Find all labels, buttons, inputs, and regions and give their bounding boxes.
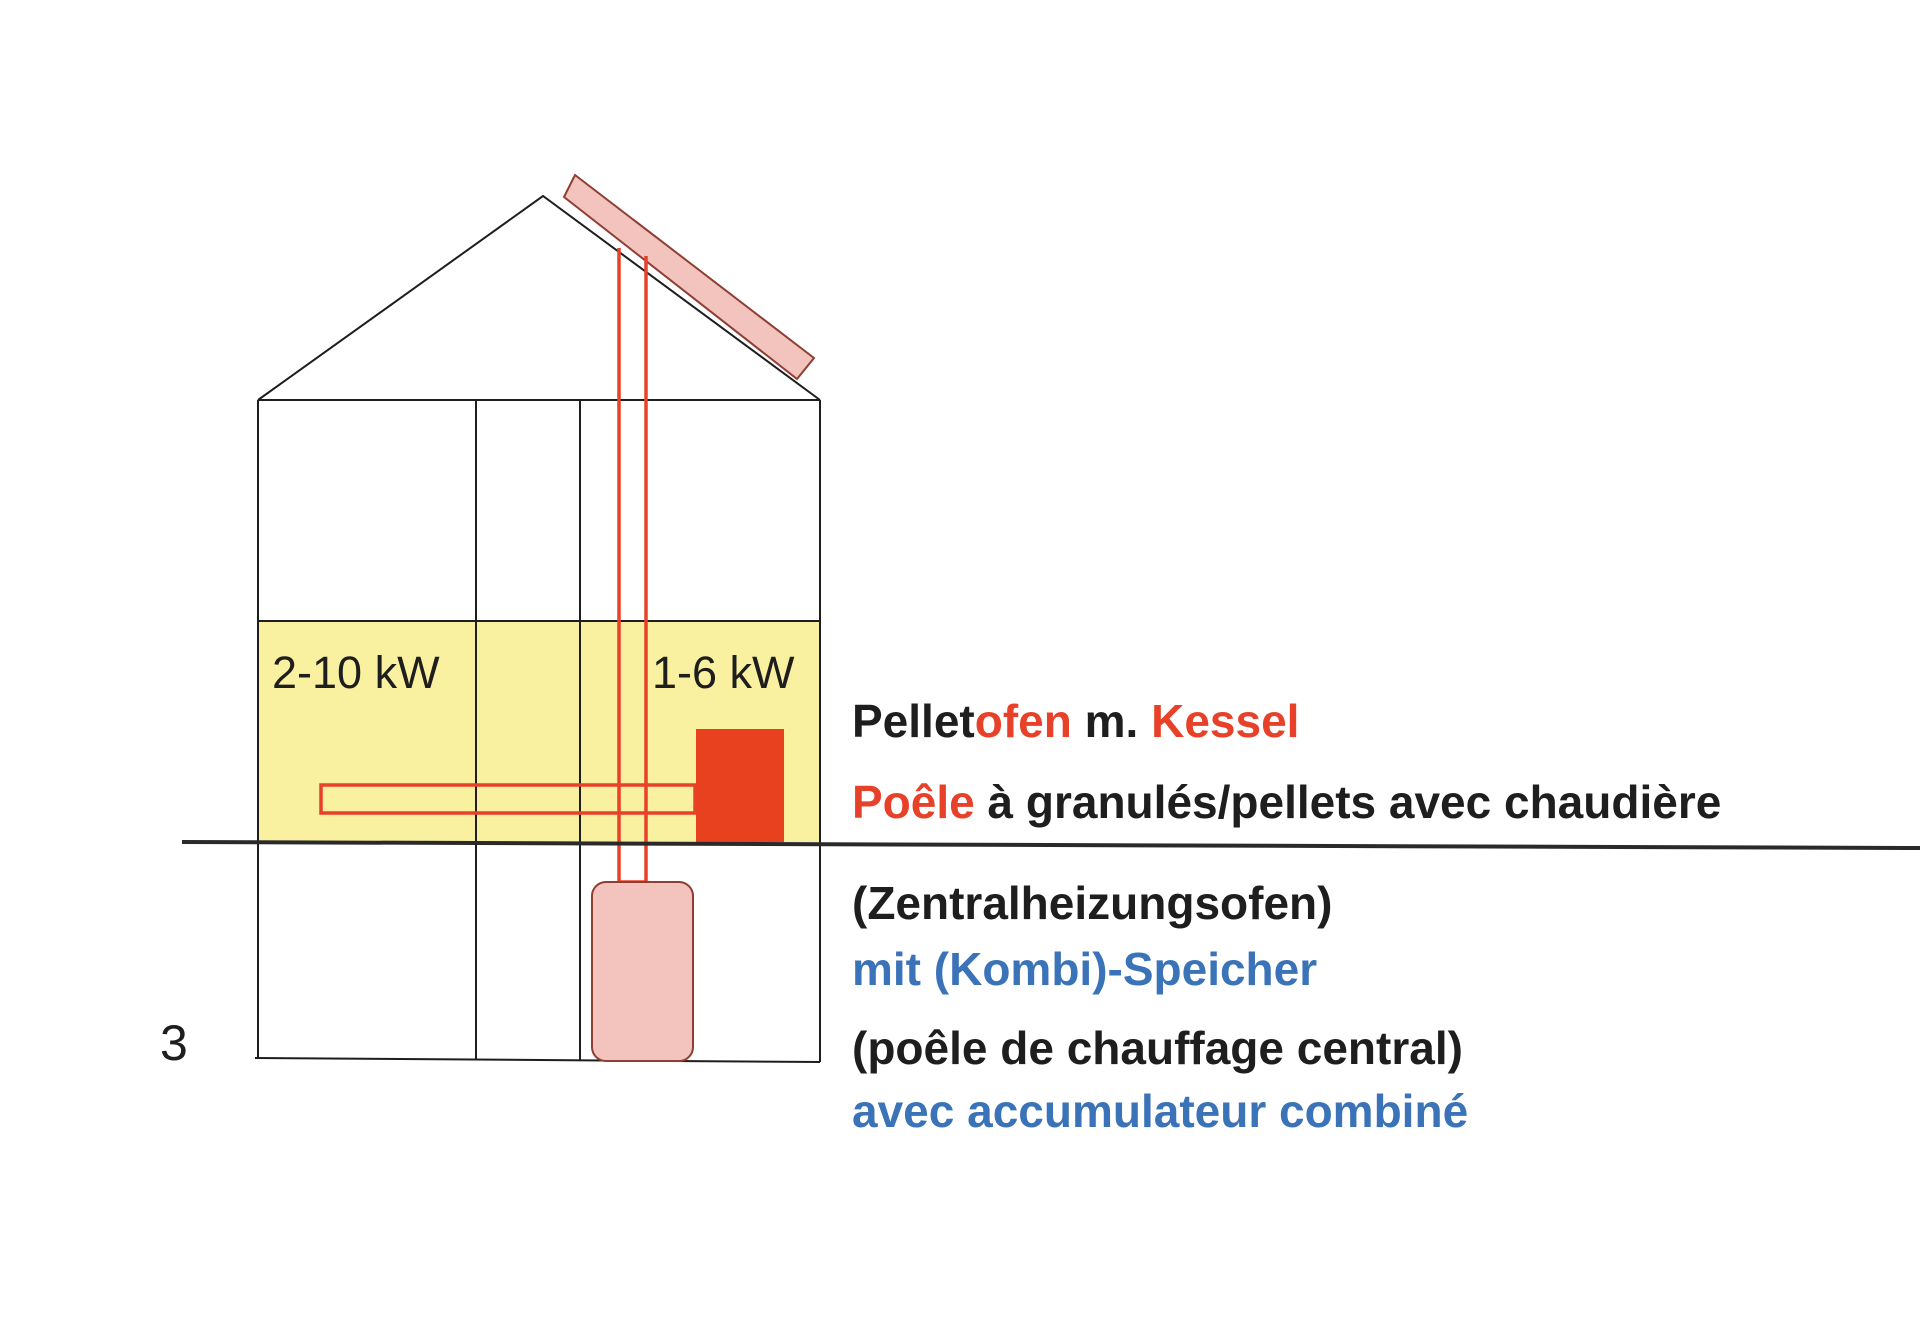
caption-segment: avec accumulateur combiné [852,1085,1469,1137]
caption-segment: Kessel [1151,695,1300,747]
caption-line-2: Poêle à granulés/pellets avec chaudière [852,779,1721,825]
solar-panel [562,173,816,381]
storage-tank [591,881,694,1062]
caption-segment: (Zentralheizungsofen) [852,877,1333,929]
caption-line-4: mit (Kombi)-Speicher [852,946,1317,992]
caption-line-3: (Zentralheizungsofen) [852,880,1332,926]
caption-segment: Poêle [852,776,975,828]
caption-line-1: Pelletofen m. Kessel [852,698,1299,744]
caption-line-6: avec accumulateur combiné [852,1088,1468,1134]
caption-segment: m. [1071,695,1152,747]
ground-line [181,840,1920,850]
room-left-power-label: 2-10 kW [272,647,440,698]
caption-segment: à granulés/pellets avec chaudière [974,776,1722,828]
caption-segment: mit (Kombi)-Speicher [852,943,1318,995]
roof-outline [257,194,821,401]
pellet-stove [696,729,784,842]
caption-segment: Pellet [852,695,975,747]
house-outline [254,194,821,1063]
figure-number: 3 [160,1015,188,1071]
caption-segment: ofen [974,695,1072,747]
caption-line-5: (poêle de chauffage central) [852,1025,1463,1071]
heating-pipe-loop [319,783,697,815]
house-bottom-line [254,1057,821,1063]
caption-segment: (poêle de chauffage central) [852,1022,1463,1074]
room-right-power-label: 1-6 kW [652,647,795,698]
